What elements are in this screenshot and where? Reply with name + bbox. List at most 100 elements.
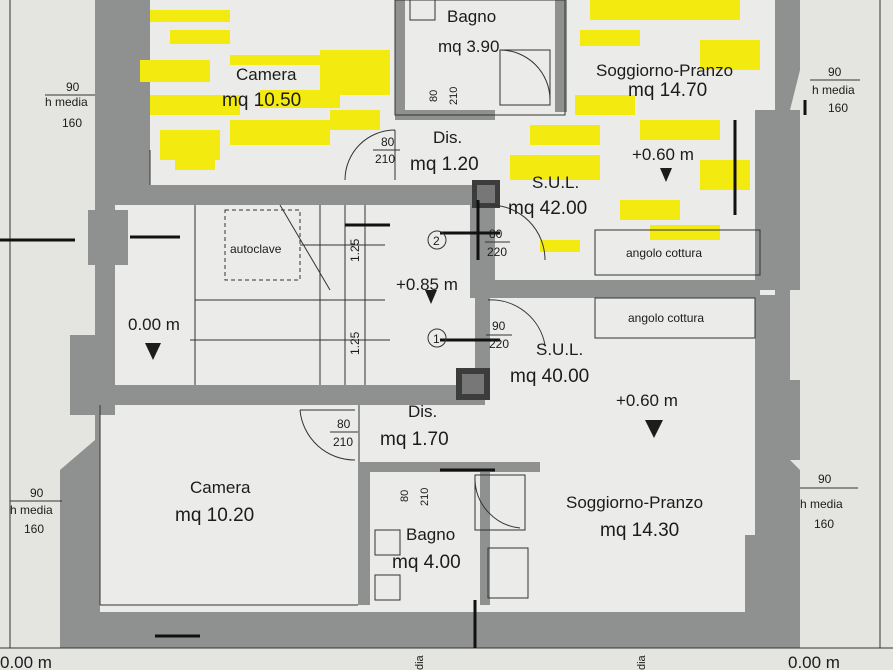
- svg-text:80: 80: [489, 227, 503, 241]
- svg-text:220: 220: [489, 337, 509, 351]
- pillar-bottom-left: [60, 535, 100, 645]
- level-landing: +0.85 m: [396, 275, 458, 294]
- label-camera-top: Camera: [236, 65, 297, 84]
- wall-bagno-top-left: [395, 0, 405, 120]
- pillar-left-3: [70, 335, 115, 415]
- area-dis-bottom: mq 1.70: [380, 429, 449, 450]
- svg-text:160: 160: [62, 116, 82, 130]
- label-angolo-top: angolo cottura: [626, 246, 702, 260]
- pillar-right-2: [755, 380, 800, 460]
- room-dis-top: [345, 120, 495, 185]
- area-sul-bottom: mq 40.00: [510, 366, 589, 387]
- pillar-bottom-right: [745, 535, 790, 645]
- shaft-top-inner: [477, 185, 495, 203]
- wall-camera-bottom-right: [358, 465, 370, 605]
- level-top-right: +0.60 m: [632, 145, 694, 164]
- room-bagno-bottom: [370, 470, 485, 600]
- area-soggiorno-top: mq 14.70: [628, 80, 707, 101]
- label-angolo-bottom: angolo cottura: [628, 311, 704, 325]
- pillar-right-1: [755, 110, 800, 290]
- wall-bagno-bottom-right: [480, 470, 490, 605]
- bottom-label-right: dia: [636, 654, 648, 670]
- area-camera-top: mq 10.50: [222, 90, 301, 111]
- door-swings: [299, 129, 546, 461]
- label-bagno-top: Bagno: [447, 7, 496, 26]
- stair-marker-2-circle: [427, 230, 447, 250]
- window-right-bottom: 90 h media 160: [800, 472, 858, 531]
- door-dis-bottom: 80 210: [330, 417, 358, 449]
- svg-text:210: 210: [448, 87, 460, 105]
- room-dis-bottom: [360, 395, 490, 465]
- svg-text:160: 160: [828, 101, 848, 115]
- shaft-bottom-inner: [462, 374, 484, 394]
- label-sul-bottom: S.U.L.: [536, 340, 583, 359]
- svg-text:h media: h media: [800, 497, 843, 511]
- label-bagno-bottom: Bagno: [406, 525, 455, 544]
- svg-text:80: 80: [428, 90, 440, 102]
- svg-text:210: 210: [419, 488, 431, 506]
- stair-flight-upper: 1.25: [348, 238, 362, 262]
- wall-mid-horizontal-bottom: [95, 385, 485, 405]
- area-sul-top: mq 42.00: [508, 198, 587, 219]
- door-dis-top: 80 210: [373, 135, 400, 166]
- area-soggiorno-bottom: mq 14.30: [600, 520, 679, 541]
- room-soggiorno-bottom: [485, 465, 755, 605]
- stair-marker-1-circle: [427, 328, 447, 348]
- wall-bagno-top-right: [555, 0, 567, 112]
- label-soggiorno-bottom: Soggiorno-Pranzo: [566, 493, 703, 512]
- label-dis-top: Dis.: [433, 128, 462, 147]
- area-dis-top: mq 1.20: [410, 154, 479, 175]
- area-camera-bottom: mq 10.20: [175, 505, 254, 526]
- stair-marker-2: 2: [433, 234, 440, 248]
- door-bagno-bottom: 80 210: [399, 488, 431, 506]
- label-sul-top: S.U.L.: [532, 173, 579, 192]
- area-bagno-top: mq 3.90: [438, 37, 499, 56]
- door-entry-1: 90 220: [486, 319, 512, 351]
- bottom-label-left: dia: [414, 654, 426, 670]
- svg-text:210: 210: [333, 435, 353, 449]
- svg-text:160: 160: [814, 517, 834, 531]
- svg-text:210: 210: [375, 152, 395, 166]
- label-camera-bottom: Camera: [190, 478, 251, 497]
- plan-linework: [0, 0, 893, 649]
- svg-text:h media: h media: [45, 95, 88, 109]
- level-corner-left: 0.00 m: [0, 653, 52, 670]
- room-camera-bottom: [100, 405, 358, 605]
- svg-text:90: 90: [818, 472, 832, 486]
- svg-text:90: 90: [828, 65, 842, 79]
- wall-divider-center: [470, 280, 760, 298]
- room-bagno-top: [405, 0, 565, 110]
- level-ground: 0.00 m: [128, 315, 180, 334]
- svg-text:80: 80: [399, 490, 411, 502]
- svg-text:90: 90: [492, 319, 506, 333]
- svg-text:90: 90: [30, 486, 44, 500]
- svg-text:h media: h media: [10, 503, 53, 517]
- room-bottom-strip: [100, 600, 750, 612]
- svg-text:160: 160: [24, 522, 44, 536]
- pillar-left-2: [88, 210, 128, 265]
- door-bagno-top: 80 210: [428, 87, 460, 105]
- stair-marker-1: 1: [433, 332, 440, 346]
- wall-mid-horizontal-top: [95, 185, 495, 205]
- svg-text:220: 220: [487, 245, 507, 259]
- door-entry-2: 80 220: [485, 227, 510, 259]
- area-bagno-bottom: mq 4.00: [392, 552, 461, 573]
- window-right-top: 90 h media 160: [810, 65, 860, 115]
- window-left-top: 90 h media 160: [45, 80, 95, 130]
- stair-flight-lower: 1.25: [348, 331, 362, 355]
- svg-text:80: 80: [337, 417, 351, 431]
- label-soggiorno-top: Soggiorno-Pranzo: [596, 61, 733, 80]
- label-dis-bottom: Dis.: [408, 402, 437, 421]
- label-autoclave: autoclave: [230, 242, 282, 256]
- svg-text:90: 90: [66, 80, 80, 94]
- pillar-left-1: [95, 130, 140, 190]
- heavy-marks: [0, 100, 807, 648]
- level-bottom-right: +0.60 m: [616, 391, 678, 410]
- level-triangles: [145, 168, 672, 438]
- room-sul-bottom: [490, 295, 755, 465]
- svg-text:80: 80: [381, 135, 395, 149]
- svg-text:h media: h media: [812, 83, 855, 97]
- yellow-highlight-marks: [140, 0, 760, 252]
- window-left-bottom: 90 h media 160: [10, 486, 62, 536]
